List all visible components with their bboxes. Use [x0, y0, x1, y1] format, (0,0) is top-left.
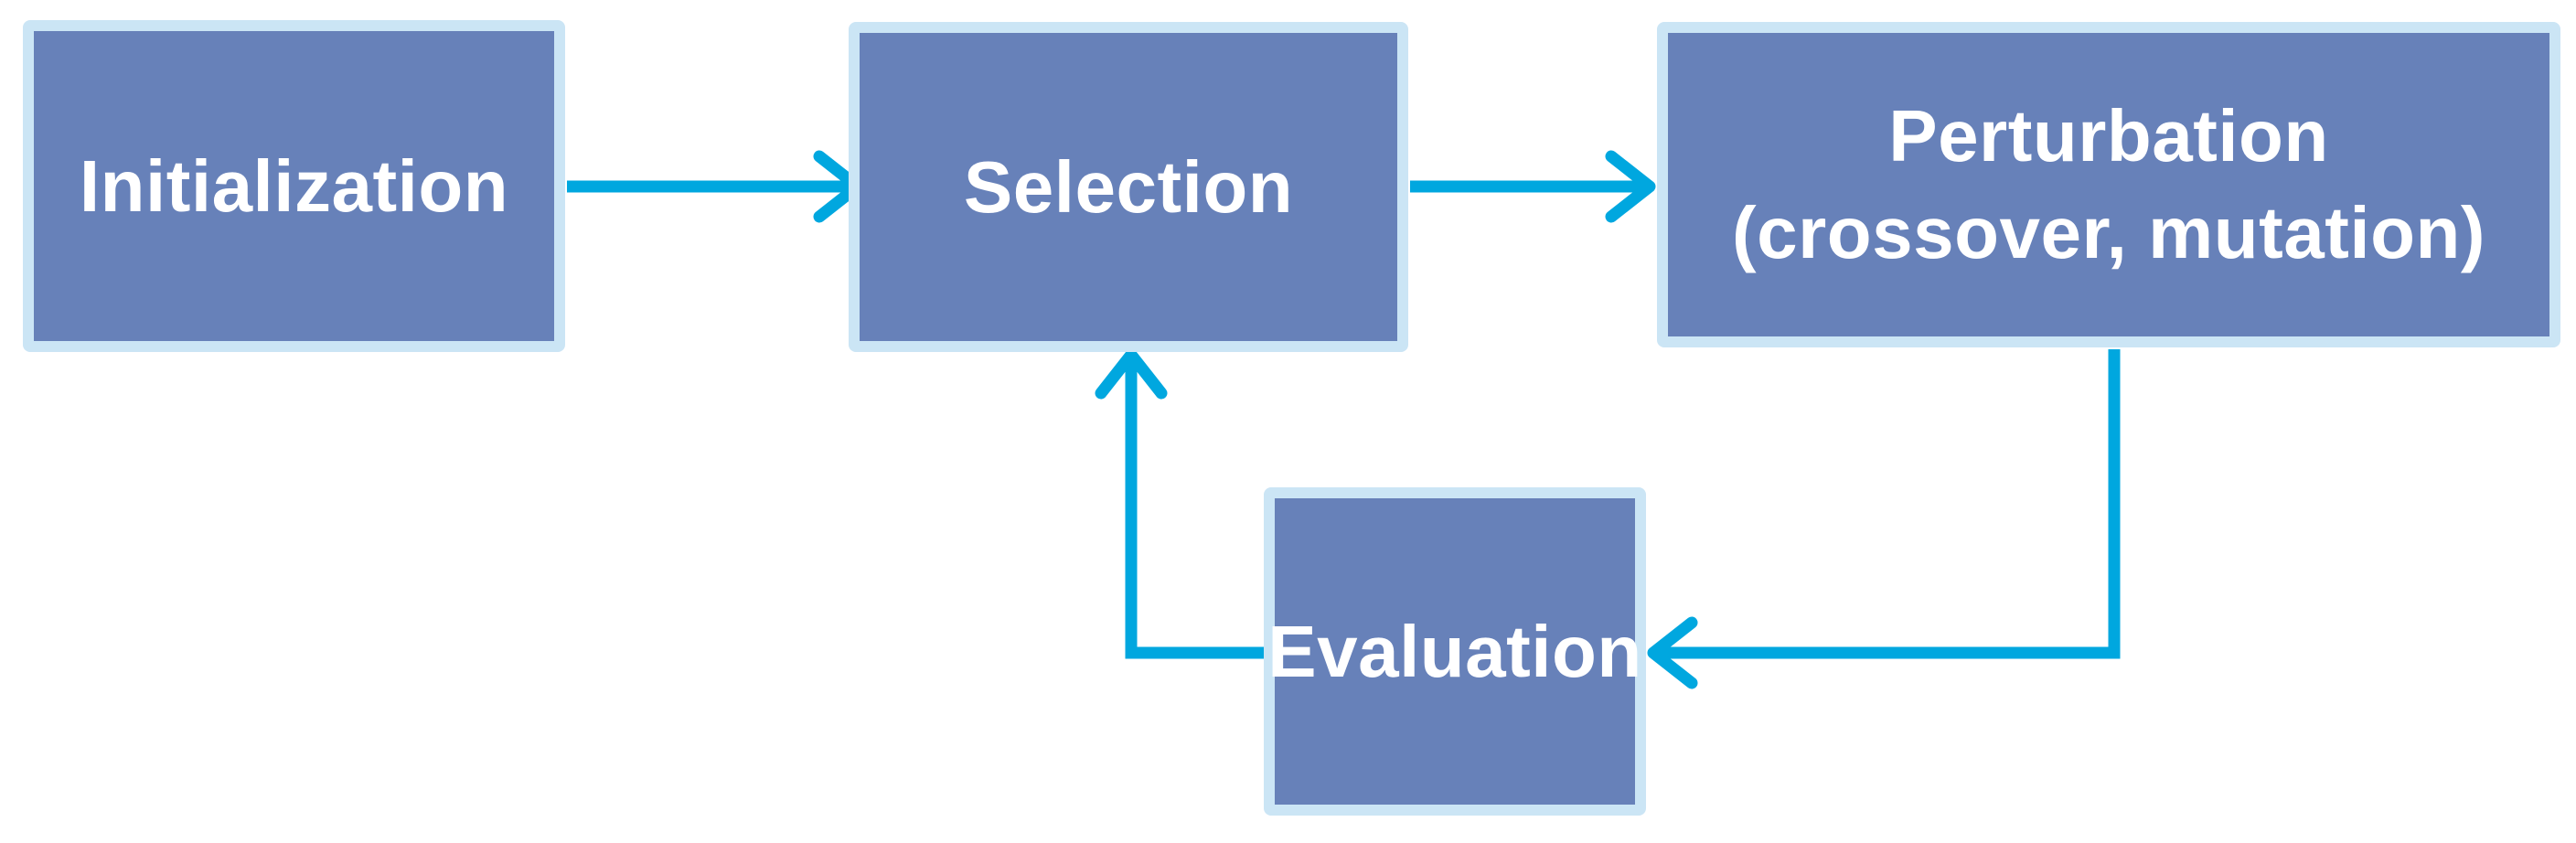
- arrow-perturbation-to-evaluation: [1647, 349, 2121, 689]
- arrow-selection-to-perturbation: [1410, 150, 1656, 223]
- node-evaluation-label: Evaluation: [1267, 610, 1642, 692]
- arrow-line: [1662, 349, 2121, 659]
- node-selection: Selection: [849, 22, 1408, 352]
- arrow-line: [1125, 364, 1264, 659]
- node-selection-label: Selection: [963, 145, 1294, 228]
- arrow-evaluation-to-selection: [1095, 348, 1264, 659]
- arrow-head-icon: [1095, 348, 1168, 400]
- arrow-head-icon: [1605, 150, 1656, 223]
- arrow-head-icon: [1647, 616, 1698, 689]
- node-perturbation: Perturbation (crossover, mutation): [1657, 22, 2560, 347]
- node-perturbation-label-line2: (crossover, mutation): [1731, 192, 2485, 273]
- node-perturbation-label-line1: Perturbation: [1888, 95, 2329, 177]
- arrow-initialization-to-selection: [567, 150, 864, 223]
- node-evaluation: Evaluation: [1264, 487, 1646, 816]
- node-initialization-label: Initialization: [79, 144, 509, 227]
- node-initialization: Initialization: [23, 20, 565, 352]
